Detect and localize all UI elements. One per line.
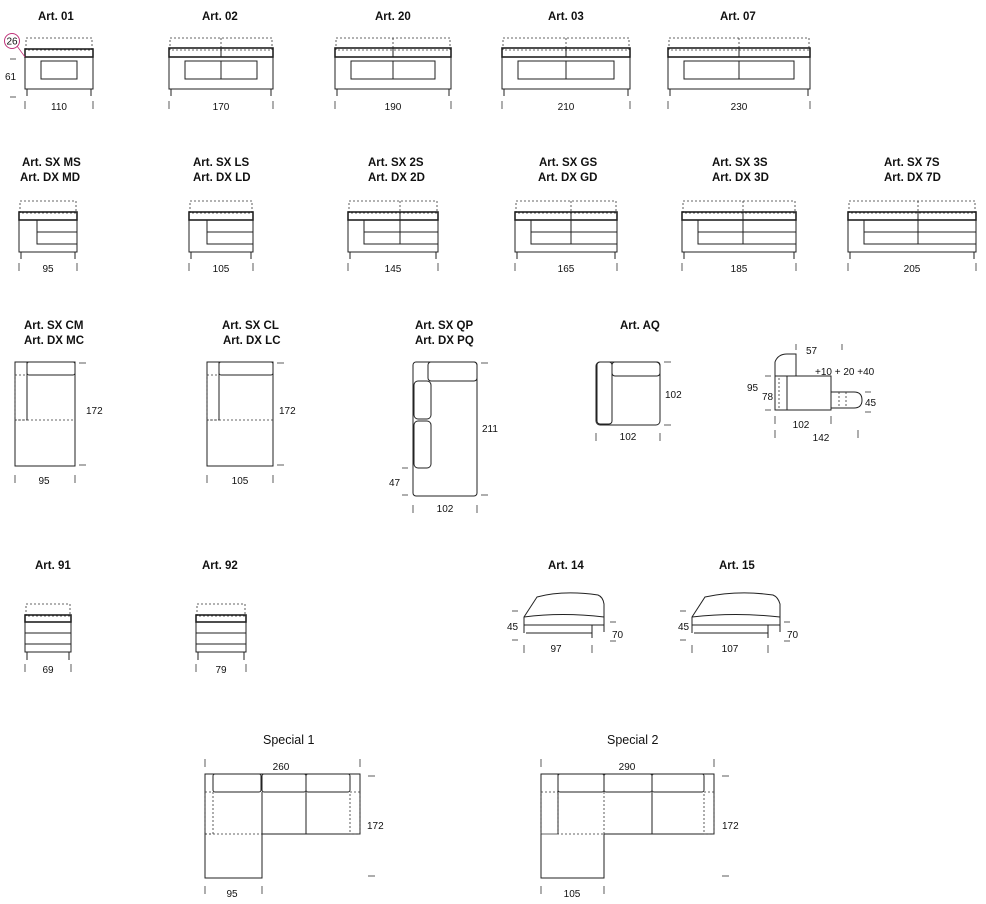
- width-label: 210: [558, 102, 575, 113]
- special-2: Special 2 290 172 105: [540, 733, 739, 900]
- module-title-2: Art. DX MC: [24, 335, 84, 347]
- callout-badge: [4, 33, 20, 49]
- module-title-2: Art. DX MD: [20, 172, 80, 184]
- module-title-2: Art. DX LD: [193, 172, 251, 184]
- width-label: 165: [558, 264, 575, 275]
- module-art-sx-2s: Art. SX 2S Art. DX 2D 145: [347, 157, 439, 275]
- width-label: 95: [38, 476, 50, 487]
- module-title: Art. AQ: [620, 320, 660, 332]
- module-title: Art. 20: [375, 11, 411, 23]
- module-title: Art. 92: [202, 560, 238, 572]
- recliner-width: 102: [793, 420, 810, 431]
- module-art-sx-cm: Art. SX CM Art. DX MC 172 95: [14, 320, 103, 487]
- module-title-2: Art. DX 3D: [712, 172, 769, 184]
- module-title: Art. 07: [720, 11, 756, 23]
- module-art-20: Art. 20 190: [334, 11, 452, 113]
- recliner-diagram: 57 +10 + 20 +40 95 78 45 102 142: [747, 344, 877, 444]
- module-title-2: Art. DX 7D: [884, 172, 941, 184]
- module-art-02: Art. 02 170: [168, 11, 274, 113]
- module-art-sx-ms: Art. SX MS Art. DX MD 95: [18, 157, 81, 275]
- module-art-92: Art. 92 79: [195, 560, 247, 676]
- module-title: Art. 01: [38, 11, 74, 23]
- width-label: 190: [385, 102, 402, 113]
- module-title-1: Art. SX MS: [22, 157, 81, 169]
- depth-label: 172: [86, 406, 103, 417]
- width-label: 107: [722, 644, 739, 655]
- recliner-extended-width: 142: [813, 433, 830, 444]
- module-art-01: Art. 01 26 61 110: [4, 11, 94, 113]
- width-label: 105: [213, 264, 230, 275]
- height-label: 45: [507, 622, 519, 633]
- width-label: 230: [731, 102, 748, 113]
- module-title-1: Art. SX CM: [24, 320, 83, 332]
- width-label: 79: [215, 665, 227, 676]
- recliner-height: 95: [747, 383, 759, 394]
- recliner-top: 57: [806, 346, 818, 357]
- height-label: 61: [5, 72, 17, 83]
- module-art-91: Art. 91 69: [24, 560, 72, 676]
- seat-label: 47: [389, 478, 401, 489]
- module-title-2: Art. DX PQ: [415, 335, 474, 347]
- recliner-seat-height: 78: [762, 392, 774, 403]
- recliner-extension: +10 + 20 +40: [815, 367, 875, 378]
- special-1: Special 1 260 172 95: [204, 733, 384, 900]
- depth-label: 211: [482, 424, 498, 435]
- module-art-sx-7s: Art. SX 7S Art. DX 7D 205: [847, 157, 977, 275]
- width-label: 95: [42, 264, 54, 275]
- depth-label: 70: [612, 630, 624, 641]
- width-label: 110: [51, 102, 67, 113]
- height-label: 45: [678, 622, 690, 633]
- special-depth: 172: [367, 821, 384, 832]
- module-title-1: Art. SX QP: [415, 320, 473, 332]
- width-label: 205: [904, 264, 921, 275]
- module-title-2: Art. DX 2D: [368, 172, 425, 184]
- special-title: Special 2: [607, 733, 658, 747]
- depth-label: 172: [279, 406, 296, 417]
- module-art-15: Art. 15 45 70 107: [678, 560, 799, 655]
- module-title: Art. 03: [548, 11, 584, 23]
- width-label: 102: [620, 432, 637, 443]
- module-title-1: Art. SX CL: [222, 320, 279, 332]
- module-art-sx-cl: Art. SX CL Art. DX LC 172 105: [206, 320, 296, 487]
- special-width: 290: [619, 762, 636, 773]
- module-title-1: Art. SX 3S: [712, 157, 768, 169]
- width-label: 170: [213, 102, 230, 113]
- module-title: Art. 14: [548, 560, 584, 572]
- module-art-sx-gs: Art. SX GS Art. DX GD 165: [514, 157, 618, 275]
- special-title: Special 1: [263, 733, 314, 747]
- special-chaise-width: 105: [564, 889, 581, 900]
- module-art-sx-ls: Art. SX LS Art. DX LD 105: [188, 157, 254, 275]
- module-title-2: Art. DX GD: [538, 172, 597, 184]
- special-width: 260: [273, 762, 290, 773]
- callout-number: 26: [6, 37, 18, 48]
- width-label: 69: [42, 665, 54, 676]
- module-title-1: Art. SX GS: [539, 157, 597, 169]
- module-title-1: Art. SX LS: [193, 157, 250, 169]
- depth-label: 102: [665, 390, 682, 401]
- module-title: Art. 15: [719, 560, 755, 572]
- module-art-sx-3s: Art. SX 3S Art. DX 3D 185: [681, 157, 797, 275]
- module-title-1: Art. SX 2S: [368, 157, 424, 169]
- special-depth: 172: [722, 821, 739, 832]
- module-art-14: Art. 14 45 70 97: [507, 560, 624, 655]
- module-art-sx-qp: Art. SX QP Art. DX PQ 211 47 102: [389, 320, 498, 515]
- module-title-1: Art. SX 7S: [884, 157, 940, 169]
- special-chaise-width: 95: [226, 889, 238, 900]
- depth-label: 70: [787, 630, 799, 641]
- module-art-03: Art. 03 210: [501, 11, 631, 113]
- width-label: 97: [550, 644, 562, 655]
- width-label: 105: [232, 476, 249, 487]
- module-title: Art. 91: [35, 560, 71, 572]
- module-art-07: Art. 07 230: [667, 11, 811, 113]
- width-label: 102: [437, 504, 454, 515]
- width-label: 145: [385, 264, 402, 275]
- module-title: Art. 02: [202, 11, 238, 23]
- module-art-aq: Art. AQ 102 102: [595, 320, 682, 443]
- recliner-leg: 45: [865, 398, 877, 409]
- module-title-2: Art. DX LC: [223, 335, 281, 347]
- width-label: 185: [731, 264, 748, 275]
